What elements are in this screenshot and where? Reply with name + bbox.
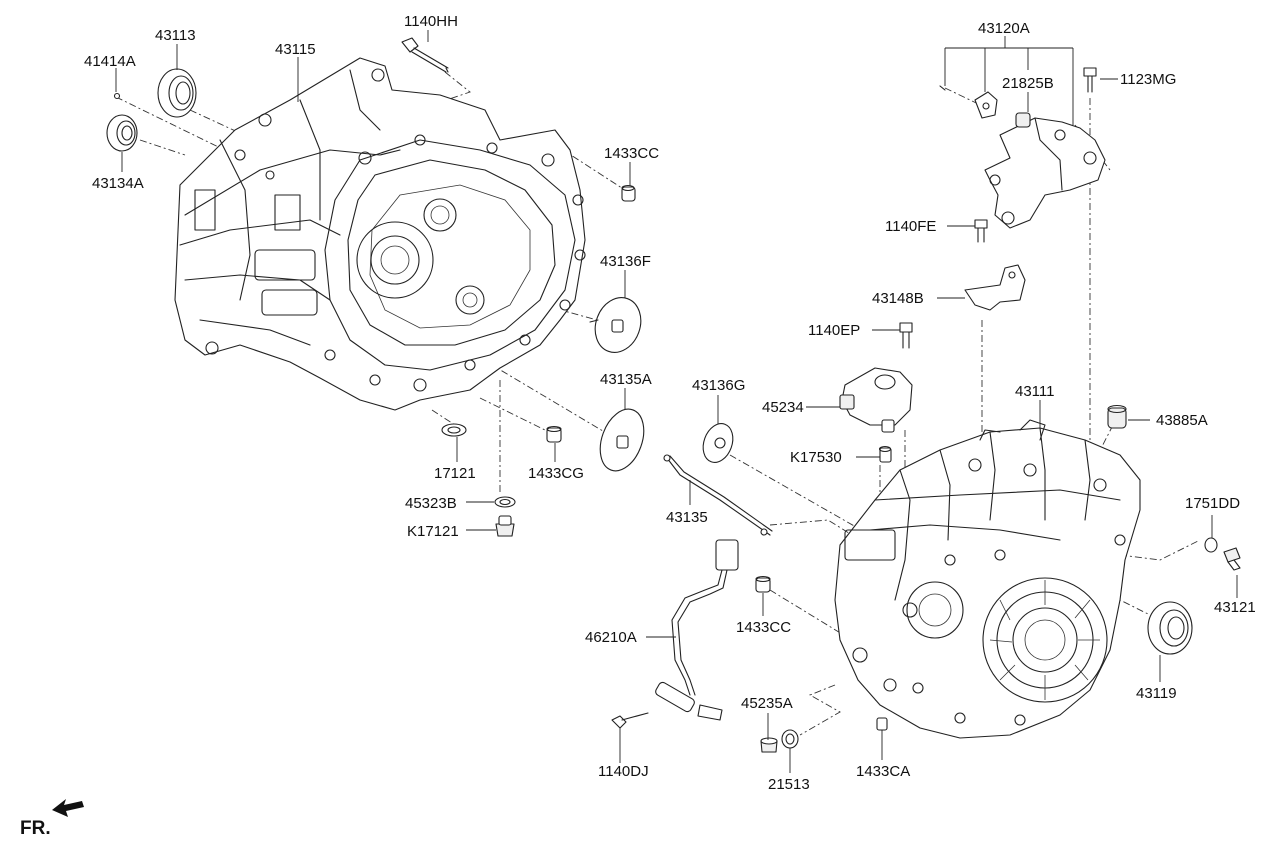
- part-1433CA-dowel: [876, 717, 888, 731]
- label-45323B: 45323B: [405, 495, 457, 512]
- front-direction-marker: FR.: [20, 799, 84, 839]
- part-43119-oil-seal: [1147, 601, 1193, 655]
- leader-lines: [115, 30, 1238, 773]
- label-1140FE: 1140FE: [885, 218, 936, 235]
- label-1433CG: 1433CG: [528, 465, 584, 482]
- part-labels: 41414A 43113 43115 1140HH 43134A 1433CC …: [84, 13, 1256, 793]
- part-45234-sensor: [839, 367, 913, 433]
- label-43885A: 43885A: [1156, 412, 1208, 429]
- front-direction-label: FR.: [20, 818, 51, 839]
- part-1433CG-dowel: [546, 425, 562, 443]
- part-46210A-harness: [655, 539, 739, 721]
- label-43115: 43115: [275, 41, 316, 58]
- label-1751DD: 1751DD: [1185, 495, 1240, 512]
- part-43113-oil-seal: [157, 68, 197, 118]
- part-43121-plug: [1223, 547, 1241, 571]
- label-K17530: K17530: [790, 449, 842, 466]
- part-1433CC-dowel-bottom: [755, 575, 771, 593]
- part-43120A-bracket: [984, 117, 1106, 229]
- part-17121-seal: [441, 423, 467, 437]
- label-K17121: K17121: [407, 523, 459, 540]
- part-21825B-bush: [1015, 112, 1031, 128]
- part-1140DJ-bolt: [611, 712, 649, 729]
- transaxle-housing-main: [834, 419, 1141, 739]
- front-arrow-icon: [52, 799, 84, 817]
- label-43113: 43113: [155, 27, 196, 44]
- part-1140FE-bolt: [974, 219, 988, 243]
- label-43134A: 43134A: [92, 175, 144, 192]
- label-43120A: 43120A: [978, 20, 1030, 37]
- part-1433CC-dowel-top: [621, 184, 636, 202]
- part-43136G-seal: [702, 423, 734, 463]
- label-43119: 43119: [1136, 685, 1177, 702]
- part-1123MG-bolt: [1083, 67, 1097, 93]
- label-1433CC-top: 1433CC: [604, 145, 659, 162]
- part-43148B-bracket: [964, 264, 1026, 311]
- label-1140DJ: 1140DJ: [598, 763, 649, 780]
- label-45235A: 45235A: [741, 695, 793, 712]
- part-1140HH-bolt: [401, 37, 449, 73]
- label-1140HH: 1140HH: [404, 13, 458, 30]
- label-43121: 43121: [1214, 599, 1256, 616]
- label-45234: 45234: [762, 399, 804, 416]
- label-1433CC-bottom: 1433CC: [736, 619, 791, 636]
- transaxle-case-housing: [174, 57, 586, 411]
- label-43111: 43111: [1015, 383, 1055, 400]
- label-43136G: 43136G: [692, 377, 745, 394]
- label-43135: 43135: [666, 509, 708, 526]
- label-43148B: 43148B: [872, 290, 924, 307]
- part-K17121-plug: [495, 515, 515, 537]
- label-43136F: 43136F: [600, 253, 651, 270]
- part-45235A-plug: [760, 737, 778, 753]
- part-43135A-cover: [599, 408, 645, 472]
- label-17121: 17121: [434, 465, 476, 482]
- part-43885A-dowel: [1107, 404, 1127, 429]
- label-46210A: 46210A: [585, 629, 637, 646]
- part-41414A-plug: [113, 92, 121, 100]
- label-1433CA: 1433CA: [856, 763, 910, 780]
- label-43135A: 43135A: [600, 371, 652, 388]
- label-1123MG: 1123MG: [1120, 71, 1176, 88]
- part-43120A-subparts: [939, 85, 998, 119]
- part-1140EP-bolt: [899, 322, 913, 349]
- label-21513: 21513: [768, 776, 810, 793]
- part-45323B-o-ring: [494, 496, 516, 508]
- part-43135-cable: [663, 454, 773, 536]
- part-1751DD-washer: [1204, 537, 1218, 553]
- label-21825B: 21825B: [1002, 75, 1054, 92]
- part-43134A-oil-seal: [106, 114, 138, 152]
- part-21513-gasket: [781, 729, 799, 749]
- label-41414A: 41414A: [84, 53, 136, 70]
- part-43136F-cover: [589, 297, 642, 353]
- part-K17530-plug: [878, 445, 892, 463]
- label-1140EP: 1140EP: [808, 322, 860, 339]
